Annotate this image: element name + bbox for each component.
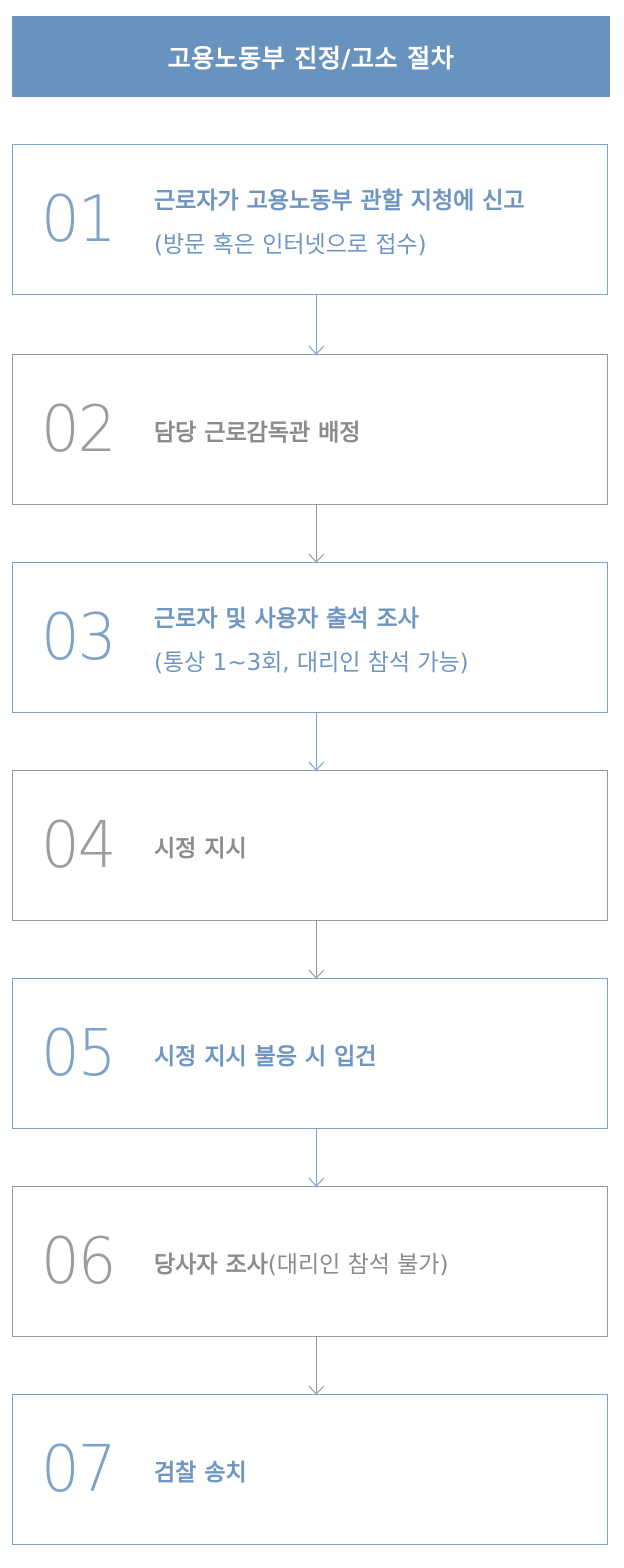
step-box-02: 02 담당 근로감독관 배정: [12, 354, 608, 505]
arrow-connector: [308, 295, 325, 355]
step-number: 01: [41, 182, 116, 257]
step-box-06: 06 당사자 조사(대리인 참석 불가): [12, 1186, 608, 1337]
step-number: 07: [41, 1432, 116, 1507]
step-title-main: 당사자 조사: [154, 1251, 268, 1278]
arrow-connector: [308, 1337, 325, 1395]
arrow-connector: [308, 505, 325, 563]
step-title: 검찰 송치: [154, 1459, 247, 1486]
step-number: 06: [41, 1224, 116, 1299]
step-title: 근로자가 고용노동부 관할 지청에 신고: [154, 187, 525, 214]
step-title-suffix: (대리인 참석 불가): [267, 1251, 449, 1278]
step-subtitle: (통상 1~3회, 대리인 참석 가능): [154, 649, 469, 676]
step-number: 04: [41, 808, 116, 883]
step-subtitle: (방문 혹은 인터넷으로 접수): [154, 231, 427, 258]
step-title: 근로자 및 사용자 출석 조사: [154, 605, 419, 632]
step-title: 시정 지시: [154, 835, 247, 862]
arrow-connector: [308, 713, 325, 771]
step-number: 03: [41, 600, 116, 675]
step-box-07: 07 검찰 송치: [12, 1394, 608, 1545]
step-title: 담당 근로감독관 배정: [154, 419, 361, 446]
arrow-connector: [308, 1129, 325, 1187]
step-box-03: 03 근로자 및 사용자 출석 조사 (통상 1~3회, 대리인 참석 가능): [12, 562, 608, 713]
step-number: 05: [41, 1016, 116, 1091]
step-box-05: 05 시정 지시 불응 시 입건: [12, 978, 608, 1129]
page-title: 고용노동부 진정/고소 절차: [12, 16, 610, 97]
arrow-connector: [308, 921, 325, 979]
step-box-04: 04 시정 지시: [12, 770, 608, 921]
step-number: 02: [41, 392, 116, 467]
step-title: 시정 지시 불응 시 입건: [154, 1043, 377, 1070]
step-title: 당사자 조사(대리인 참석 불가): [154, 1245, 449, 1279]
step-box-01: 01 근로자가 고용노동부 관할 지청에 신고 (방문 혹은 인터넷으로 접수): [12, 144, 608, 295]
